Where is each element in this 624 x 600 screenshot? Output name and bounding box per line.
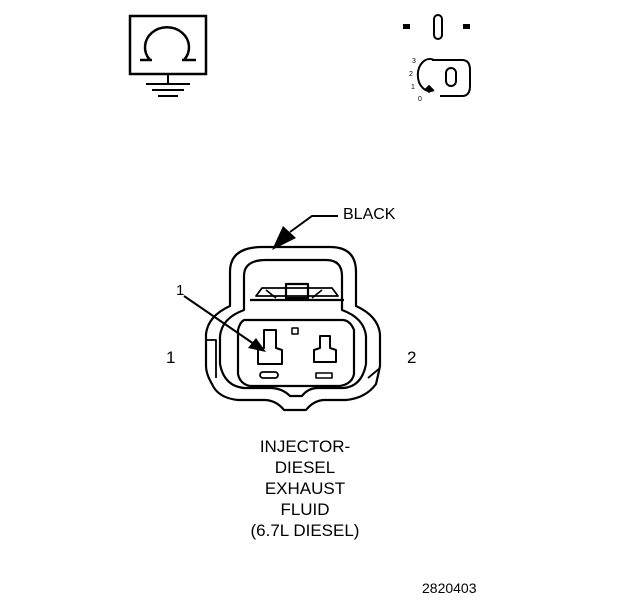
ignition-position-3: 3 xyxy=(412,58,416,65)
caption-line: EXHAUST xyxy=(264,479,346,498)
wire-color-leader xyxy=(272,215,338,250)
ignition-position-2: 2 xyxy=(409,71,413,78)
caption-line: (6.7L DIESEL) xyxy=(250,521,360,540)
caption-line: INJECTOR- xyxy=(259,437,351,456)
caption-line: FLUID xyxy=(280,500,330,519)
callout-number: 1 xyxy=(176,282,185,299)
ignition-position-1: 1 xyxy=(411,84,415,91)
ignition-position-0: 0 xyxy=(418,96,422,103)
component-caption: INJECTOR- DIESEL EXHAUST FLUID (6.7L DIE… xyxy=(180,436,430,541)
pin-2-label: 2 xyxy=(407,348,417,367)
wire-color-label: BLACK xyxy=(343,206,396,223)
ignition-key-off-icon: 3 2 1 0 xyxy=(403,14,471,103)
callout-1-arrow xyxy=(183,295,266,352)
pin-1-label: 1 xyxy=(166,348,176,367)
caption-line: DIESEL xyxy=(274,458,336,477)
figure-id: 2820403 xyxy=(422,580,477,596)
ohmmeter-ground-icon xyxy=(128,14,208,97)
connector-body xyxy=(204,245,382,412)
